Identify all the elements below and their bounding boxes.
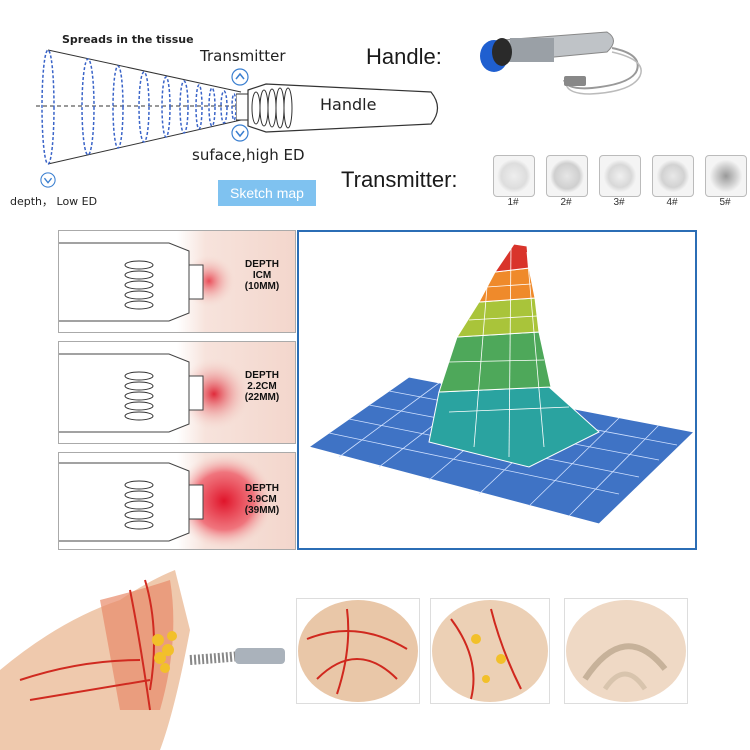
depth-cm: ICM [252, 270, 272, 281]
spreads-label: Spreads in the tissue [62, 33, 194, 46]
surface-label: suface,high ED [192, 146, 305, 164]
depth-panel-3: DEPTH 3.9CM (39MM) [58, 452, 296, 550]
depth-mm: (39MM) [244, 505, 280, 516]
depth-cm: 3.9CM [247, 494, 277, 505]
transmitter-number: 3# [613, 197, 625, 208]
depth-value-text: DEPTH ICM (10MM) [231, 259, 293, 292]
transmitter-list: 1# 2# 3# 4# 5# [493, 155, 747, 208]
depth-heading: DEPTH [245, 259, 279, 270]
down-arrow-icon [40, 172, 56, 188]
handle-product-image [480, 31, 642, 95]
transmitter-head-4 [652, 155, 694, 197]
depth-value-text: DEPTH 3.9CM (39MM) [231, 483, 293, 516]
transmitter-item: 3# [599, 155, 641, 208]
handle-illustration [59, 242, 235, 322]
transmitter-number: 4# [666, 197, 678, 208]
down-arrow-icon [231, 124, 249, 142]
wave-spread-diagram [36, 49, 242, 165]
surface-plot [307, 243, 696, 525]
transmitter-title: Transmitter: [341, 167, 458, 192]
handle-sketch [236, 83, 439, 133]
depth-panel-1: DEPTH ICM (10MM) [58, 230, 296, 333]
handle-title: Handle: [366, 44, 442, 69]
handle-sketch-label: Handle [320, 95, 377, 114]
transmitter-number: 5# [719, 197, 731, 208]
transmitter-item: 5# [705, 155, 747, 208]
transmitter-head-1 [493, 155, 535, 197]
transmitter-number: 2# [560, 197, 572, 208]
transmitter-item: 2# [546, 155, 588, 208]
transmitter-head-2 [546, 155, 588, 197]
depth-value-text: DEPTH 2.2CM (22MM) [231, 370, 293, 403]
depth-mm: (22MM) [244, 392, 280, 403]
transmitter-number: 1# [507, 197, 519, 208]
transmitter-head-3 [599, 155, 641, 197]
handle-illustration [59, 353, 250, 433]
depth-mm: (10MM) [244, 281, 280, 292]
transmitter-item: 4# [652, 155, 694, 208]
transmitter-label: Transmitter [200, 47, 286, 65]
handle-illustration [59, 453, 274, 549]
transmitter-head-5 [705, 155, 747, 197]
depth-panel-2: DEPTH 2.2CM (22MM) [58, 341, 296, 444]
up-arrow-icon [231, 68, 249, 86]
depth-cm: 2.2CM [247, 381, 277, 392]
depth-heading: DEPTH [245, 370, 279, 381]
tissue-closeup-2 [430, 598, 550, 704]
energy-distribution-surface [297, 230, 697, 550]
depth-heading: DEPTH [245, 483, 279, 494]
transmitter-item: 1# [493, 155, 535, 208]
tissue-closeup-1 [296, 598, 420, 704]
depth-label: depth， Low ED [10, 195, 98, 208]
elbow-anatomy-illustration [0, 570, 285, 750]
sketch-map-badge: Sketch map [218, 180, 316, 206]
tissue-closeup-3 [564, 598, 688, 704]
